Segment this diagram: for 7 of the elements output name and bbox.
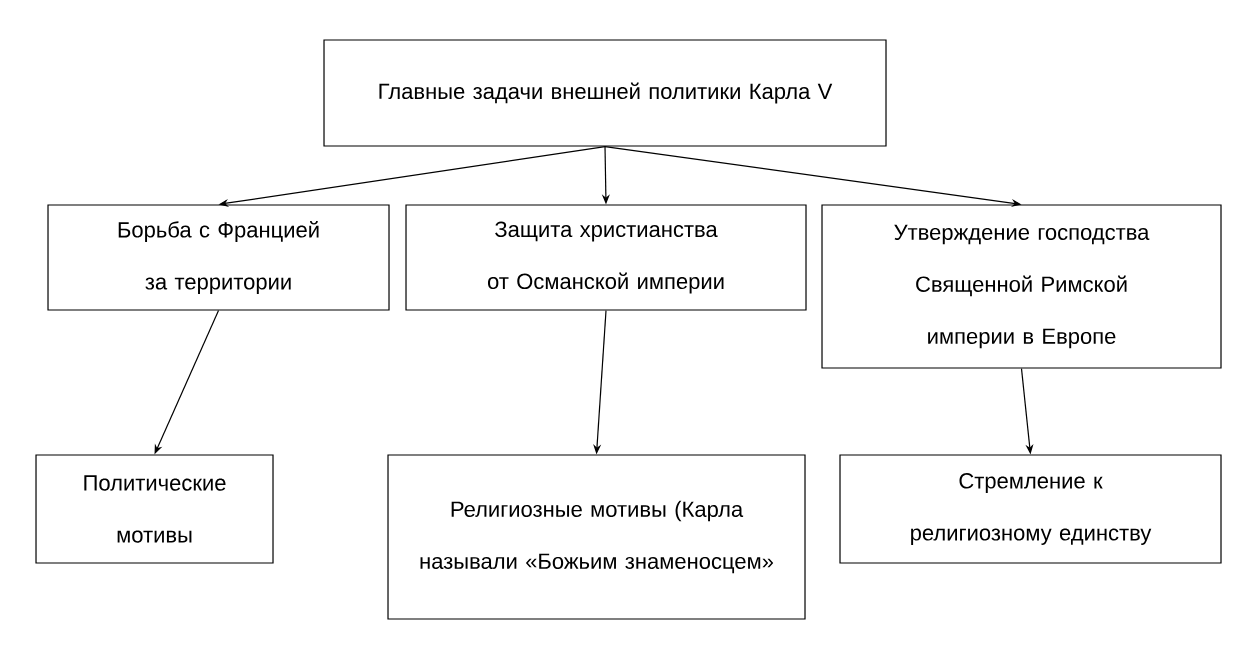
- text-box: Главные задачи внешней политики Карла V: [323, 39, 887, 147]
- text-box: Борьба с Францией за территории: [47, 204, 390, 311]
- text-box: Стремление к религиозному единству: [839, 454, 1222, 564]
- text-box: Религиозные мотивы (Карла называли «Божьим знаменосцем»: [387, 454, 806, 620]
- text-box: Защита христианства от Османской империи: [405, 204, 807, 311]
- text-box: Политические мотивы: [35, 454, 274, 564]
- text-box: Утверждение господства Священной Римской империи в Европе: [821, 204, 1222, 369]
